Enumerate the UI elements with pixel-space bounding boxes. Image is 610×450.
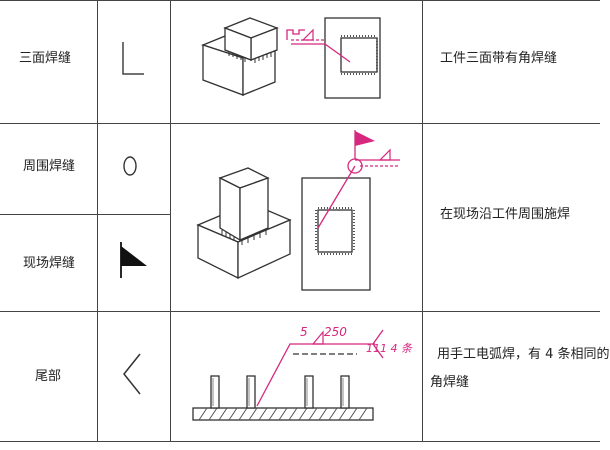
weld-description-around-field: 在现场沿工件周围施焊 [440, 207, 571, 222]
tail-annotation-process: 111 4 条 [366, 342, 412, 355]
weld-description-tail-line2: 角焊缝 [430, 375, 470, 390]
column-divider [422, 0, 423, 441]
row-divider [0, 311, 600, 312]
weld-description-three-sided: 工件三面带有角焊缝 [440, 51, 558, 66]
weld-name-around: 周围焊缝 [23, 159, 76, 174]
tail-weld-drawing [192, 329, 384, 421]
circle-symbol-icon [123, 156, 137, 176]
weld-name-three-sided: 三面焊缝 [19, 51, 72, 66]
weld-name-tail: 尾部 [35, 369, 62, 384]
row-divider-partial [0, 214, 170, 215]
tail-annotation-length: 250 [324, 325, 347, 339]
table-border-top [0, 0, 600, 1]
weld-description-tail-line1: 用手工电弧焊，有 4 条相同的 [437, 347, 610, 362]
three-sided-weld-drawing [201, 17, 381, 99]
row-divider [0, 123, 600, 124]
tail-symbol-icon [123, 353, 141, 395]
tail-annotation-size: 5 [300, 325, 308, 339]
l-symbol-icon [122, 42, 144, 75]
weld-name-field: 现场焊缝 [23, 256, 76, 271]
column-divider [170, 0, 171, 441]
column-divider [97, 0, 98, 441]
flag-symbol-icon [120, 242, 147, 278]
around-field-weld-drawing [196, 130, 400, 291]
table-border-bottom [0, 441, 600, 442]
